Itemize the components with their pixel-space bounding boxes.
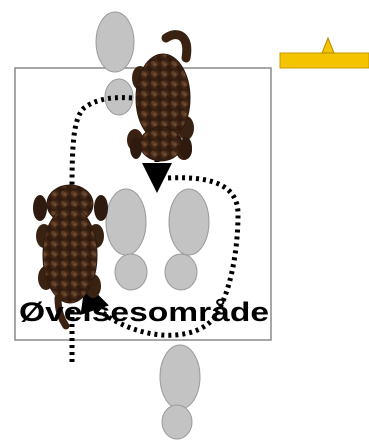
person-figure-icon bbox=[105, 188, 148, 291]
area-label: Øvelsesområde bbox=[19, 297, 269, 327]
person-figure-icon bbox=[95, 11, 135, 116]
person-figure-icon bbox=[164, 188, 210, 291]
triangle-marker-icon bbox=[279, 36, 369, 69]
person-figure-icon bbox=[159, 344, 201, 440]
dog-figure-icon bbox=[33, 184, 108, 330]
dog-figure-icon bbox=[127, 30, 194, 162]
